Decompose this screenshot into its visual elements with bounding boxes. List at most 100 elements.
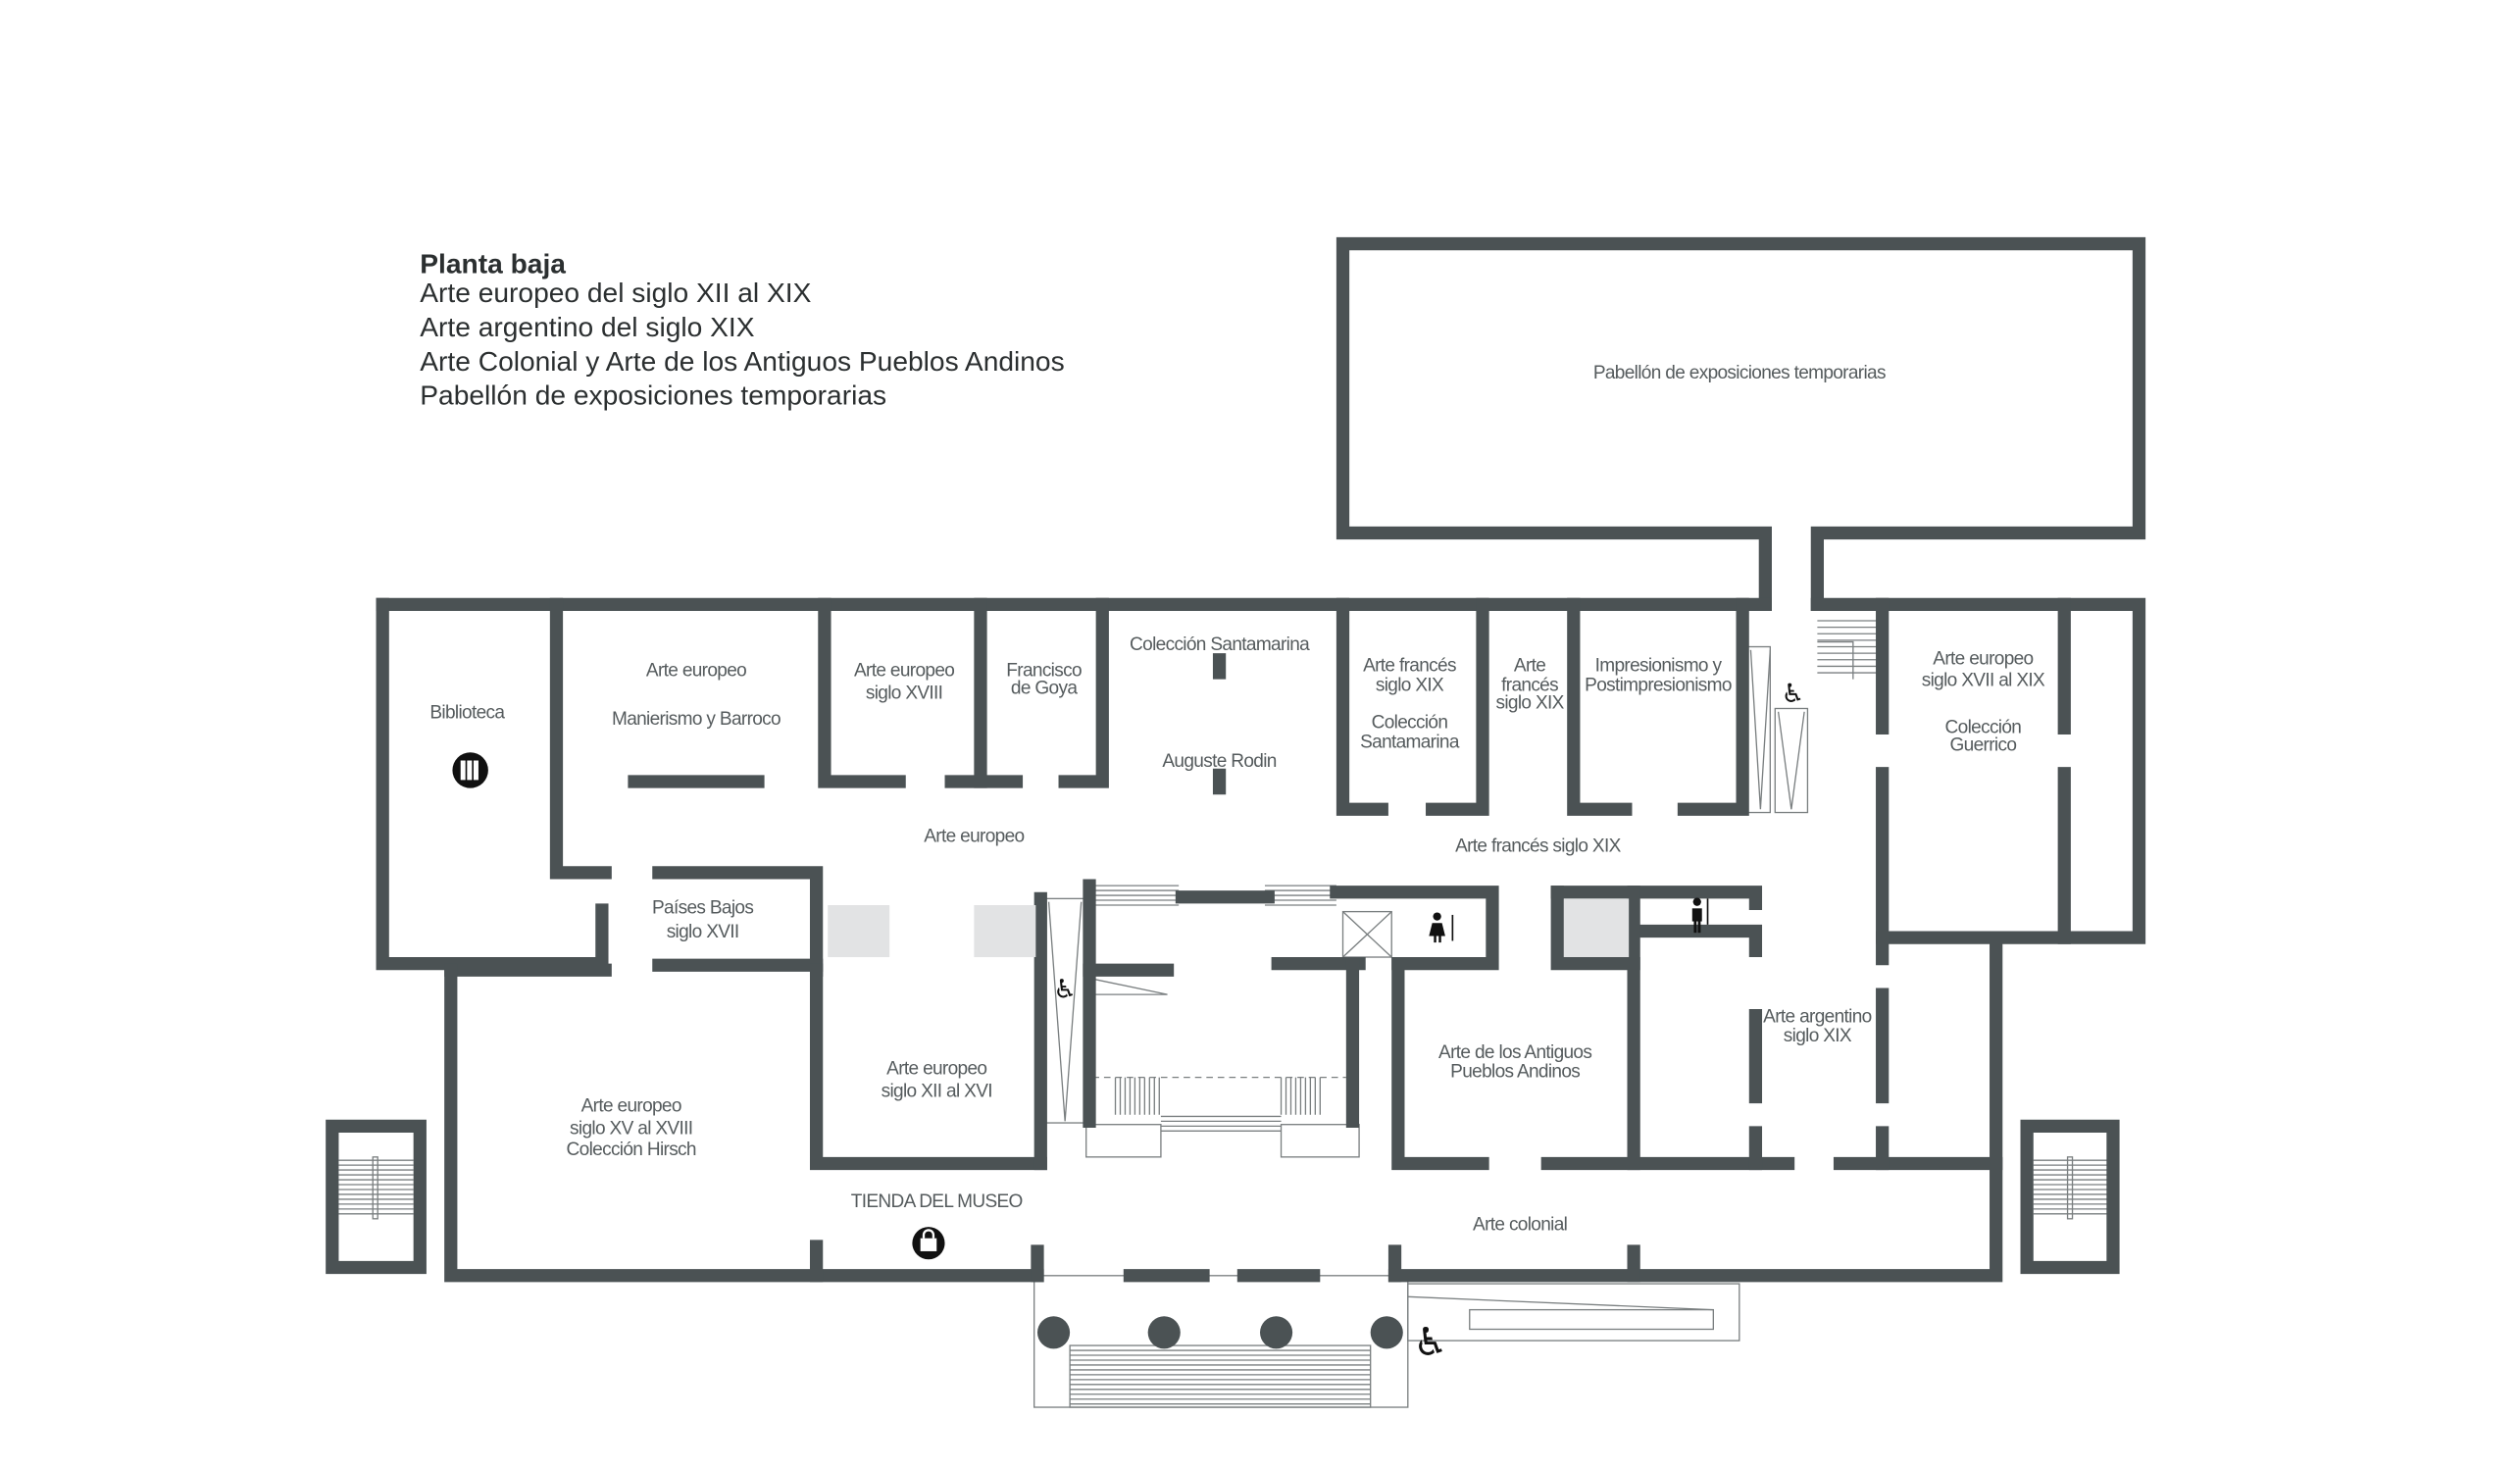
svg-text:♿: ♿ [1413, 1320, 1448, 1365]
thin-details [338, 620, 2108, 1408]
entrance-portico [1033, 1275, 1409, 1408]
wall [1336, 236, 2146, 612]
column [1147, 1316, 1181, 1349]
room-label[interactable]: Arte francés [1363, 655, 1457, 676]
wall [1810, 597, 2146, 944]
room-label[interactable]: siglo XIX [1784, 1026, 1853, 1046]
room-tienda[interactable]: TIENDA DEL MUSEO [851, 1191, 1024, 1212]
plan-title: Planta baja [420, 247, 566, 279]
elevator-cross [1342, 911, 1392, 958]
room-label[interactable]: siglo XVIII [866, 684, 943, 704]
room-label[interactable]: siglo XVII al XIX [1922, 670, 2046, 690]
wall [1567, 597, 1633, 816]
ramp-line [1407, 1295, 1714, 1311]
ramp-line [1047, 901, 1083, 1122]
wall [1058, 597, 1109, 788]
ramp [1407, 1283, 1740, 1342]
room-label[interactable]: Arte [1514, 655, 1546, 676]
header-line: Arte argentino del siglo XIX [420, 311, 754, 342]
shopping-bag-icon [912, 1227, 945, 1260]
room-biblioteca[interactable]: Biblioteca [429, 702, 506, 723]
header-line: Pabellón de exposiciones temporarias [420, 380, 886, 411]
wall [818, 597, 906, 788]
entrance-stairs [1069, 1344, 1372, 1408]
column-box [1563, 898, 1630, 958]
wheelchair-icon: ♿ [1053, 974, 1077, 1004]
column [1370, 1316, 1403, 1349]
room-label[interactable]: siglo XIX [1495, 692, 1565, 713]
room-label[interactable]: siglo XII al XVI [882, 1082, 993, 1102]
room-label[interactable]: Manierismo y Barroco [612, 709, 781, 730]
room-label[interactable]: Francisco [1006, 660, 1082, 681]
wheelchair-icon: ♿ [1413, 1320, 1448, 1365]
column-box [974, 904, 1036, 958]
elevator [1341, 910, 1392, 958]
wall [1387, 931, 2003, 1283]
wall [1627, 924, 1763, 958]
wall [1677, 597, 1749, 816]
wall [549, 597, 612, 880]
room-label[interactable]: Arte de los Antiguos [1438, 1042, 1592, 1063]
stair-rail [2066, 1156, 2074, 1220]
room-label[interactable]: Países Bajos [652, 897, 754, 918]
room-label[interactable]: Arte europeo [854, 660, 955, 681]
room-label[interactable]: Impresionismo y [1595, 655, 1724, 676]
wall [652, 866, 824, 977]
room-label[interactable]: Postimpresionismo [1585, 675, 1732, 695]
room-label[interactable]: Arte europeo [1933, 649, 2034, 670]
stair-landing [1085, 1124, 1162, 1158]
room-label[interactable]: Auguste Rodin [1162, 751, 1277, 772]
room-label[interactable]: Arte europeo [924, 826, 1025, 846]
room-label[interactable]: Colección [1945, 717, 2022, 737]
room-label[interactable]: Arte argentino [1763, 1006, 1872, 1027]
room-label[interactable]: Arte europeo [581, 1095, 682, 1116]
room-label[interactable]: Pueblos Andinos [1450, 1062, 1581, 1083]
room-label[interactable]: Colección Santamarina [1130, 634, 1311, 655]
room-label[interactable]: Guerrico [1950, 735, 2017, 756]
lift-line [1749, 649, 1771, 810]
wall [444, 963, 1044, 1283]
svg-text:♿: ♿ [1782, 679, 1805, 709]
wall [1336, 597, 1388, 816]
mens-restroom-icon [1691, 897, 1709, 934]
wall [1330, 886, 1499, 971]
room-label[interactable]: Arte europeo [886, 1058, 987, 1079]
womens-restroom-icon [1429, 912, 1454, 943]
lift-line [1777, 711, 1805, 810]
stair-arrow [1817, 640, 1854, 680]
header-line: Arte Colonial y Arte de los Antiguos Pue… [420, 345, 1064, 377]
header: Planta baja Arte europeo del siglo XII a… [420, 247, 1064, 410]
column-box [828, 904, 890, 958]
room-label[interactable]: de Goya [1011, 679, 1079, 699]
wall [809, 963, 1047, 1171]
header-line: Arte europeo del siglo XII al XIX [420, 277, 811, 308]
lift [1774, 707, 1809, 814]
room-label[interactable]: siglo XV al XVIII [570, 1119, 693, 1140]
room-label[interactable]: Arte europeo [646, 660, 747, 681]
room-label[interactable]: Arte colonial [1473, 1214, 1568, 1235]
room-label[interactable]: Arte francés siglo XIX [1455, 836, 1622, 856]
room-label[interactable]: francés [1501, 675, 1559, 695]
wall [376, 597, 609, 971]
column [1036, 1316, 1071, 1349]
stair-landing [1280, 1124, 1360, 1158]
wall [1550, 886, 1640, 971]
stair-rail [372, 1156, 378, 1220]
room-labels: Pabellón de exposiciones temporarias Bib… [429, 363, 2045, 1235]
room-label[interactable]: Santamarina [1360, 732, 1460, 752]
ramp-line [1088, 977, 1168, 995]
room-label[interactable]: Colección [1372, 712, 1448, 733]
svg-text:♿: ♿ [1053, 974, 1077, 1004]
room-label[interactable]: Colección Hirsch [567, 1140, 697, 1160]
room-label[interactable]: siglo XVII [667, 922, 739, 942]
room-pabellon[interactable]: Pabellón de exposiciones temporarias [1593, 363, 1887, 383]
column [1260, 1316, 1293, 1349]
wall [2020, 1119, 2120, 1275]
wheelchair-icon: ♿ [1782, 679, 1805, 709]
room-label[interactable]: siglo XIX [1376, 675, 1445, 695]
wall [1426, 597, 1489, 816]
wall [1391, 957, 1489, 1171]
walls [326, 236, 2146, 1283]
wall [326, 1119, 427, 1275]
